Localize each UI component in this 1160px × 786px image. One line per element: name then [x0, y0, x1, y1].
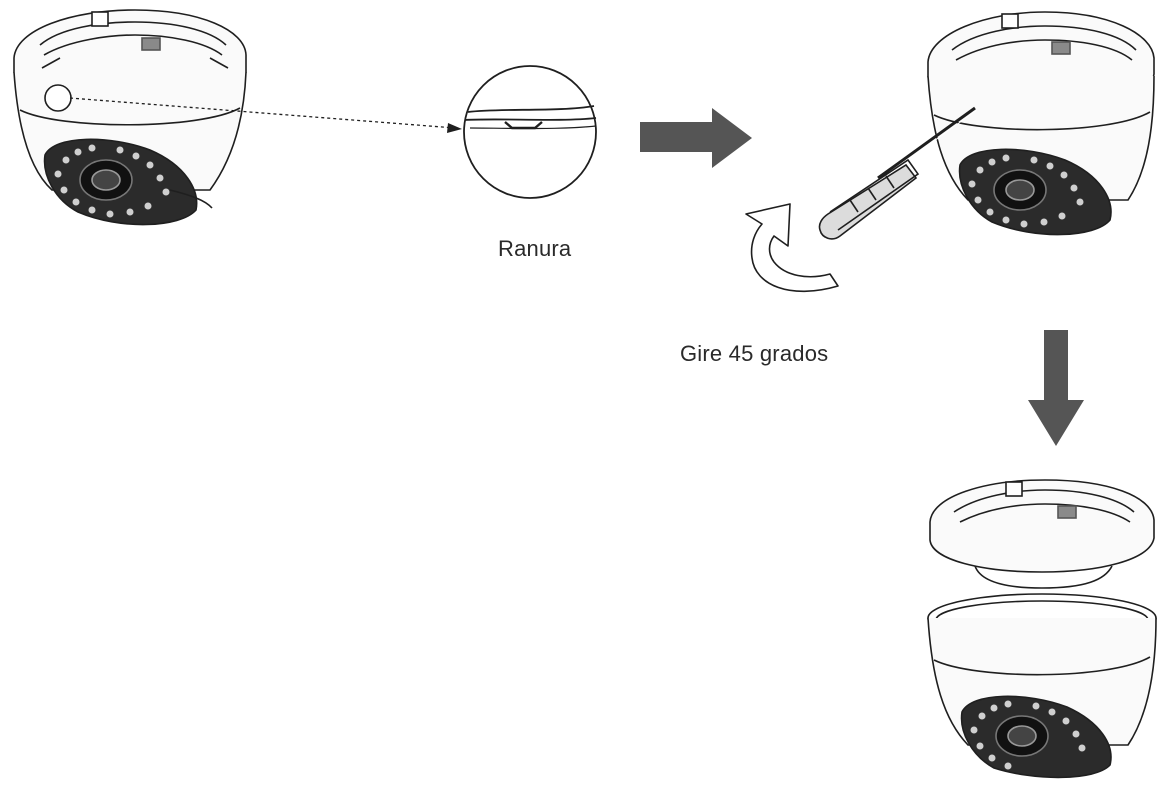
- dome-camera-step1: [13, 9, 247, 226]
- rotate-arrow-icon: [745, 203, 839, 293]
- dome-camera-step2: [927, 11, 1155, 236]
- right-arrow-icon: [640, 108, 752, 168]
- down-arrow-icon: [1028, 330, 1084, 446]
- rotate-instruction-label: Gire 45 grados: [680, 341, 829, 366]
- screwdriver-icon: [818, 106, 978, 240]
- slot-label: Ranura: [498, 236, 572, 261]
- dome-camera-step3: [927, 479, 1157, 779]
- leader-line: [69, 97, 462, 133]
- magnifier-circle-icon: [463, 65, 597, 199]
